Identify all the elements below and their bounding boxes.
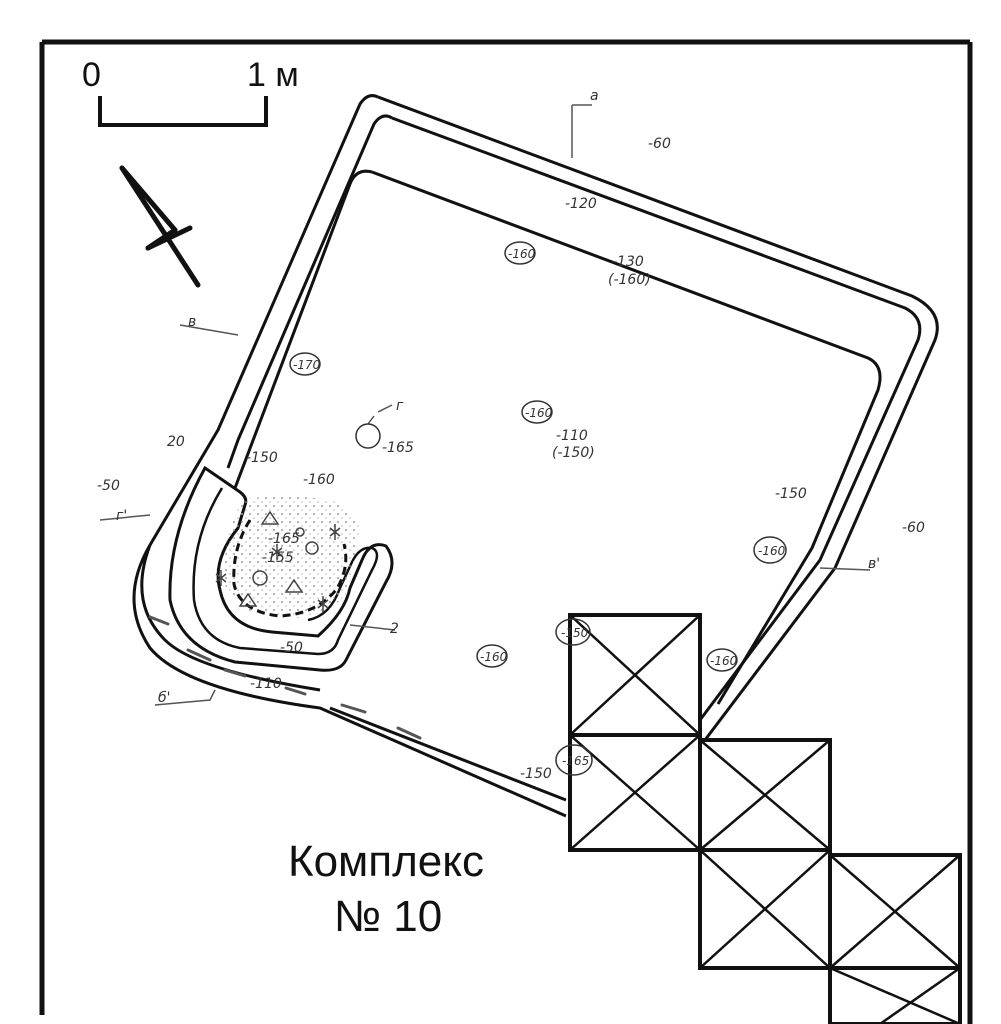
scale-start-label: 0 — [82, 56, 101, 94]
depth-mark-150-left: -150 — [246, 450, 278, 466]
depth-mark-130: -130 — [612, 254, 644, 270]
circled-mark-1: -160 — [508, 247, 536, 261]
depth-mark-110-bottom: -110 — [250, 676, 282, 692]
depth-mark-120: -120 — [565, 196, 597, 212]
oven-niche: -165 -155 — [168, 465, 394, 672]
title-line-2: № 10 — [334, 892, 442, 941]
depth-mark-60-top: -60 — [648, 136, 671, 152]
scale-bar: 0 1 м — [82, 56, 299, 127]
circled-mark-2: -170 — [293, 358, 321, 372]
circled-mark-3: -160 — [525, 406, 553, 420]
complex-title: Комплекс № 10 — [250, 828, 522, 948]
depth-mark-150-right: -150 — [775, 486, 807, 502]
depth-mark-2: 2 — [390, 621, 399, 637]
oven-fill-area — [223, 496, 360, 618]
section-label-v: в — [188, 314, 196, 330]
section-lines — [99, 104, 871, 706]
circled-mark-7: -160 — [710, 654, 738, 668]
title-line-1: Комплекс — [288, 837, 484, 886]
north-arrow-icon — [119, 165, 201, 288]
excavation-squares — [568, 613, 962, 1024]
depth-marks: -60 -120 -130 (-160) -110 (-150) -150 -1… — [97, 136, 925, 782]
oven-depth-mark-165: -165 — [268, 531, 300, 547]
circled-depth-labels: -160 -170 -160 -160 -160 -150 -160 -165 — [293, 247, 786, 768]
depth-mark-50-left: -50 — [97, 478, 120, 494]
circled-mark-6: -150 — [561, 626, 589, 640]
oven-pit-contour — [232, 519, 348, 618]
depth-mark-160-left: -160 — [303, 472, 335, 488]
section-label-g2: г' — [116, 508, 127, 524]
section-label-g: г — [396, 398, 404, 414]
square-diagonals — [569, 614, 961, 1024]
depth-mark-20: 20 — [167, 434, 185, 450]
post-hole: -165 — [355, 415, 414, 456]
section-label-a: a — [590, 88, 599, 104]
circled-mark-4: -160 — [758, 544, 786, 558]
depth-mark-60-right: -60 — [902, 520, 925, 536]
depth-mark-110: -110 — [556, 428, 588, 444]
circled-mark-5: -160 — [480, 650, 508, 664]
oven-fill-symbols — [215, 510, 341, 612]
depth-mark-50-bottom: -50 — [280, 640, 303, 656]
dugout-walls — [132, 94, 939, 818]
post-hole-depth: -165 — [382, 440, 414, 456]
circled-depth-marks — [289, 241, 787, 776]
oven-depth-mark-155: -155 — [262, 550, 294, 566]
section-label-v2: в' — [868, 556, 880, 572]
depth-mark-150-lower: -150 — [520, 766, 552, 782]
scale-end-label: 1 м — [247, 56, 299, 94]
wall-hachures — [148, 615, 422, 740]
plan-frame — [39, 39, 973, 1024]
section-label-group: a в г г' б' в' — [116, 88, 880, 706]
depth-mark-130-paren: (-160) — [608, 272, 651, 288]
depth-mark-110-paren: (-150) — [552, 445, 595, 461]
section-label-b2: б' — [158, 690, 170, 706]
circled-mark-8: -165 — [562, 754, 589, 768]
